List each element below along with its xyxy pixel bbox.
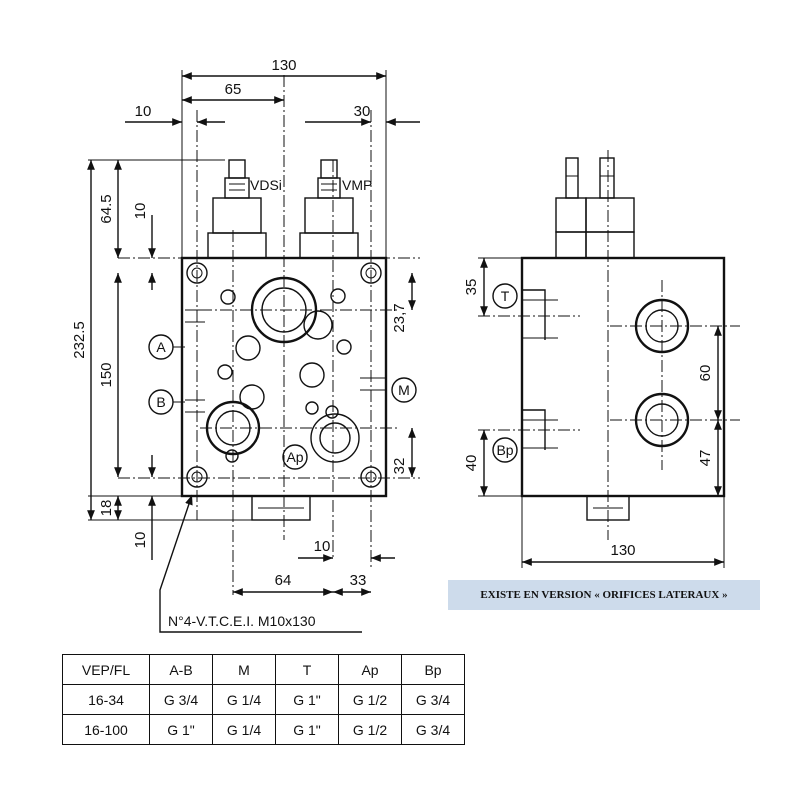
dim-32: 32	[391, 458, 408, 475]
table-cell: G 3/4	[401, 684, 465, 715]
side-block-body	[520, 256, 726, 498]
port-label-m: M	[398, 382, 410, 398]
port-label-b: B	[156, 394, 165, 410]
table-cell: G 1/2	[338, 714, 402, 745]
port-label-ap: Ap	[286, 449, 303, 465]
valve-vdsi	[207, 159, 267, 259]
dim-side-60: 60	[697, 365, 714, 382]
dim-body-height: 150	[98, 362, 115, 387]
dim-side-47: 47	[697, 450, 714, 467]
table-cell: G 1"	[149, 714, 213, 745]
dim-bottom-small: 10	[132, 532, 149, 549]
port-label-bp: Bp	[496, 442, 513, 458]
table-header: M	[212, 654, 276, 685]
table-cell: G 1"	[275, 714, 339, 745]
table-header: Ap	[338, 654, 402, 685]
lateral-version-banner: EXISTE EN VERSION « ORIFICES LATERAUX »	[448, 580, 760, 610]
table-header: T	[275, 654, 339, 685]
table-cell: G 1/2	[338, 684, 402, 715]
table-header: VEP/FL	[62, 654, 150, 685]
dim-top-small: 10	[132, 203, 149, 220]
table-cell: G 3/4	[401, 714, 465, 745]
valve-vmp	[299, 159, 359, 259]
side-view: T Bp 35 40 60 47 130	[463, 150, 740, 568]
dim-64: 64	[275, 572, 292, 589]
table-row: 16-100 G 1" G 1/4 G 1" G 1/2 G 3/4	[62, 714, 465, 745]
dim-10-bottom: 10	[314, 538, 331, 555]
dim-33: 33	[350, 572, 367, 589]
dim-bottom-height: 18	[98, 500, 115, 517]
bolt-holes	[186, 262, 382, 488]
front-view: VDSi VMP	[71, 57, 420, 633]
dim-side-130: 130	[610, 542, 635, 559]
table-cell: G 3/4	[149, 684, 213, 715]
table-cell: G 1/4	[212, 714, 276, 745]
dim-top-height: 64.5	[98, 194, 115, 223]
dim-left-offset: 10	[135, 103, 152, 120]
valve-label-vmp: VMP	[342, 177, 372, 193]
table-header: Bp	[401, 654, 465, 685]
port-label-t: T	[501, 288, 510, 304]
table-cell: 16-34	[62, 684, 150, 715]
bolt-note: N°4-V.T.C.E.I. M10x130	[168, 613, 316, 629]
dim-overall-width: 130	[271, 57, 296, 74]
table-header-row: VEP/FL A-B M T Ap Bp	[62, 654, 465, 685]
table-cell: G 1"	[275, 684, 339, 715]
bottom-fitting	[251, 495, 311, 521]
table-cell: G 1/4	[212, 684, 276, 715]
table-header: A-B	[149, 654, 213, 685]
port-label-a: A	[156, 339, 166, 355]
dim-right-offset: 30	[354, 103, 371, 120]
valve-label-vdsi: VDSi	[250, 177, 282, 193]
dim-side-40: 40	[463, 455, 480, 472]
table-row: 16-34 G 3/4 G 1/4 G 1" G 1/2 G 3/4	[62, 684, 465, 715]
table-cell: 16-100	[62, 714, 150, 745]
dim-total-height: 232.5	[71, 321, 88, 359]
dim-23-7: 23,7	[391, 303, 408, 332]
internal-ports	[185, 276, 385, 463]
port-spec-table: VEP/FL A-B M T Ap Bp 16-34 G 3/4 G 1/4 G…	[62, 654, 465, 745]
dim-half-width: 65	[225, 81, 242, 98]
dim-side-35: 35	[463, 279, 480, 296]
